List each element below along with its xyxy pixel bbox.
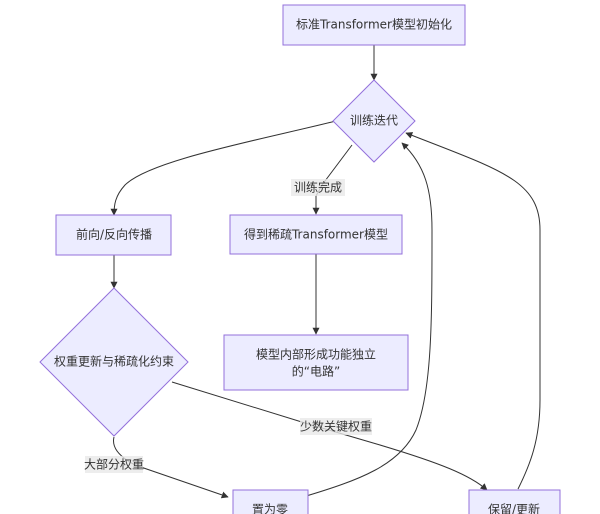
node-weight-update: 权重更新与稀疏化约束 [39,287,189,437]
edge-weight-update-to-keep-update [171,381,488,491]
edge-train-iter-to-fwd-bwd [110,119,341,216]
node-set-zero: 置为零 [232,489,309,514]
svg-text:标准Transformer模型初始化: 标准Transformer模型初始化 [296,18,452,32]
svg-text:前向/反向传播: 前向/反向传播 [76,227,152,242]
svg-text:保留/更新: 保留/更新 [488,502,540,514]
svg-text:得到稀疏Transformer模型: 得到稀疏Transformer模型 [244,227,388,242]
svg-text:少数关键权重: 少数关键权重 [300,419,372,434]
svg-text:训练完成: 训练完成 [294,180,342,195]
svg-text:权重更新与稀疏化约束: 权重更新与稀疏化约束 [54,354,174,369]
node-train-iter: 训练迭代 [332,79,416,163]
node-circuits: 模型内部形成功能独立 的“电路” [223,334,409,391]
edge-set-zero-to-train-iter [302,142,433,498]
svg-text:训练迭代: 训练迭代 [350,113,398,128]
svg-text:模型内部形成功能独立: 模型内部形成功能独立 [256,347,376,362]
node-sparse-model: 得到稀疏Transformer模型 [229,214,403,255]
edge-label-key-weights: 少数关键权重 [300,418,372,435]
edge-label-most-weights: 大部分权重 [84,456,144,473]
node-init: 标准Transformer模型初始化 [282,4,466,46]
node-keep-update: 保留/更新 [468,489,561,514]
svg-text:大部分权重: 大部分权重 [84,457,144,472]
svg-text:的“电路”: 的“电路” [292,364,340,379]
svg-text:置为零: 置为零 [252,503,288,514]
node-fwd-bwd: 前向/反向传播 [55,214,172,256]
edge-keep-update-to-train-iter [405,132,541,490]
edge-label-training-done: 训练完成 [291,179,345,196]
